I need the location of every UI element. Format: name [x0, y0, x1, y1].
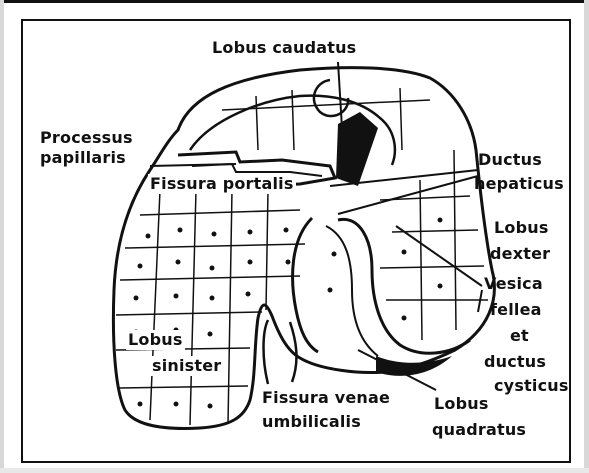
label-lobus-quadratus-1: Lobus — [434, 394, 489, 414]
label-vesica-4: ductus — [484, 352, 546, 372]
label-ductus-hepaticus-2: hepaticus — [474, 174, 564, 194]
label-fissura-venae-1: Fissura venae — [262, 388, 390, 408]
label-vesica-3: et — [510, 326, 529, 346]
label-fissura-venae-2: umbilicalis — [262, 412, 361, 432]
label-lobus-quadratus-2: quadratus — [432, 420, 526, 440]
label-ductus-hepaticus-1: Ductus — [478, 150, 542, 170]
label-lobus-dexter-2: dexter — [490, 244, 550, 264]
label-lobus-sinister-1: Lobus — [126, 330, 185, 350]
label-vesica-2: fellea — [490, 300, 542, 320]
label-lobus-sinister-2: sinister — [150, 356, 223, 376]
label-vesica-5: cysticus — [494, 376, 569, 396]
label-processus-papillaris-1: Processus — [40, 128, 133, 148]
label-processus-papillaris-2: papillaris — [40, 148, 126, 168]
label-fissura-portalis: Fissura portalis — [148, 174, 296, 194]
label-vesica-1: Vesica — [484, 274, 543, 294]
label-lobus-dexter-1: Lobus — [494, 218, 549, 238]
label-lobus-caudatus: Lobus caudatus — [212, 38, 356, 58]
